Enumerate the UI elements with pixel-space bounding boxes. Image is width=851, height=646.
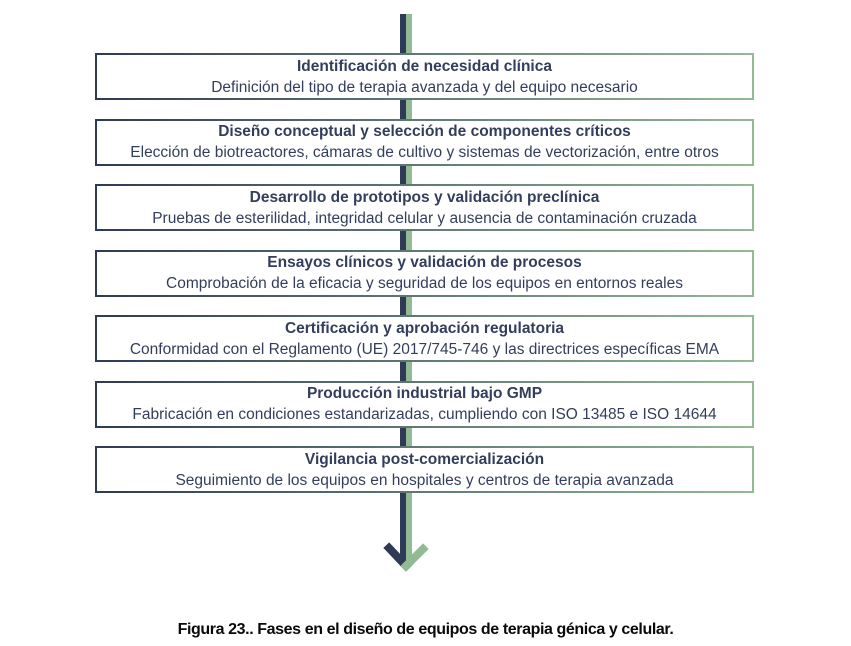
arrowhead-right: [400, 543, 429, 572]
step-description: Seguimiento de los equipos en hospitales…: [175, 471, 674, 489]
arrowhead-left: [383, 542, 412, 572]
flow-step-box: Vigilancia post-comercialización Seguimi…: [95, 446, 754, 493]
flow-step-box: Desarrollo de prototipos y validación pr…: [95, 184, 754, 231]
flow-step-box: Ensayos clínicos y validación de proceso…: [95, 249, 754, 297]
step-description: Elección de biotreactores, cámaras de cu…: [130, 144, 719, 161]
figure-caption: Figura 23.. Fases en el diseño de equipo…: [177, 621, 674, 638]
step-title: Diseño conceptual y selección de compone…: [218, 123, 631, 140]
step-title: Certificación y aprobación regulatoria: [284, 319, 565, 337]
step-title: Identificación de necesidad clínica: [297, 57, 552, 75]
step-title: Vigilancia post-comercialización: [304, 450, 545, 468]
step-title: Desarrollo de prototipos y validación pr…: [249, 188, 600, 206]
step-description: Definición del tipo de terapia avanzada …: [211, 78, 638, 96]
step-title: Ensayos clínicos y validación de proceso…: [267, 254, 582, 271]
flow-steps: Identificación de necesidad clínica Defi…: [95, 53, 754, 493]
flow-step-box: Diseño conceptual y selección de compone…: [95, 118, 754, 166]
flow-step-box: Producción industrial bajo GMP Fabricaci…: [95, 380, 754, 428]
flow-step-box: Certificación y aprobación regulatoria C…: [95, 315, 754, 362]
step-description: Conformidad con el Reglamento (UE) 2017/…: [129, 340, 720, 358]
step-description: Comprobación de la eficacia y seguridad …: [166, 275, 683, 292]
step-description: Fabricación en condiciones estandarizada…: [132, 406, 717, 423]
flow-step-box: Identificación de necesidad clínica Defi…: [95, 53, 754, 100]
step-description: Pruebas de esterilidad, integridad celul…: [152, 209, 697, 227]
step-title: Producción industrial bajo GMP: [306, 385, 543, 402]
